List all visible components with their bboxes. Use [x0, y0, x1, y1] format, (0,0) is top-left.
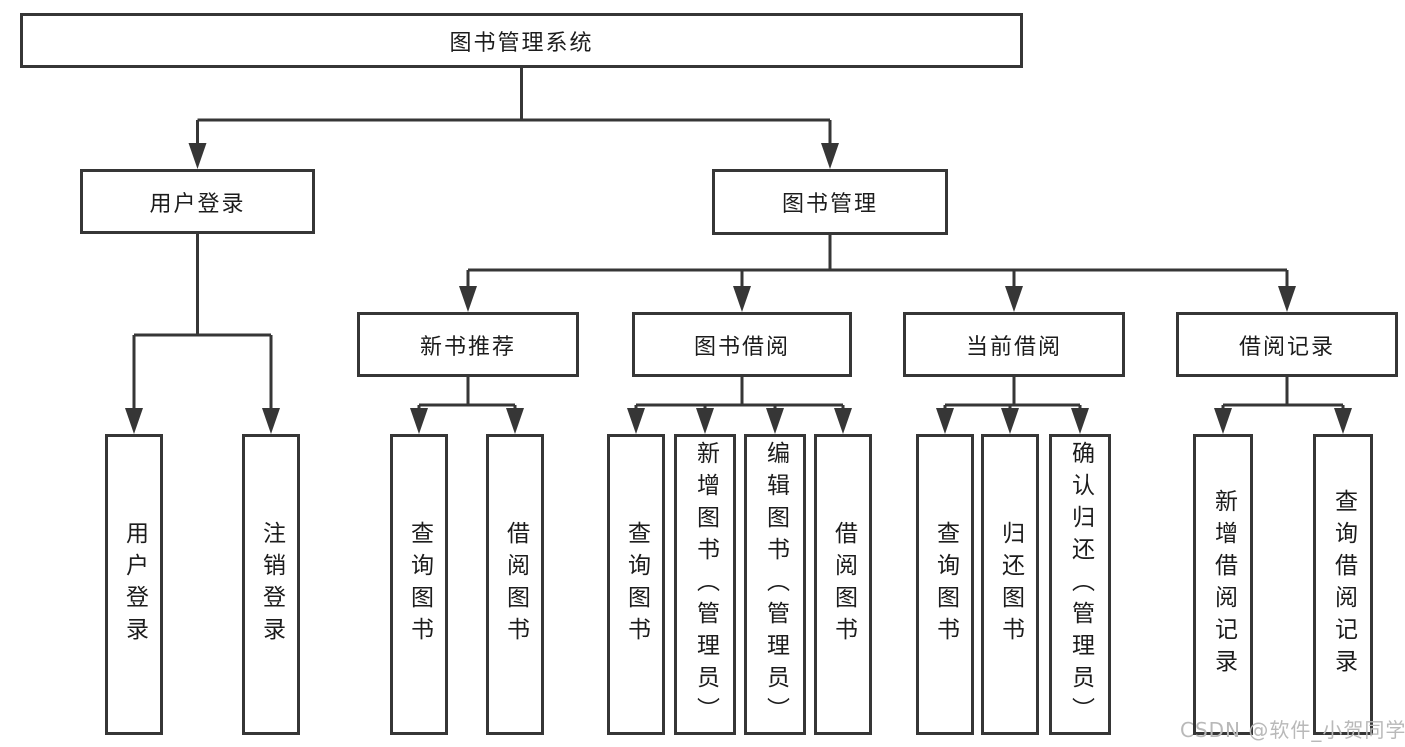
leaf-query-books-borrow-label: 查询图书: [623, 520, 650, 649]
node-book-management-label: 图书管理: [781, 192, 878, 217]
node-book-borrow: 图书借阅: [632, 312, 852, 377]
leaf-add-borrow-record: 新增借阅记录: [1193, 434, 1253, 735]
node-user-login: 用户登录: [80, 169, 315, 234]
leaf-logout: 注销登录: [242, 434, 300, 735]
watermark: CSDN @软件_小贺同学: [1180, 718, 1405, 742]
node-borrow-records: 借阅记录: [1176, 312, 1398, 377]
leaf-edit-books-admin: 编辑图书（管理员）: [744, 434, 806, 735]
node-book-management: 图书管理: [712, 169, 948, 235]
node-current-borrow-label: 当前借阅: [965, 334, 1062, 360]
node-new-book-recommend-label: 新书推荐: [419, 334, 516, 360]
leaf-return-books-label: 归还图书: [997, 520, 1024, 649]
leaf-query-books-current-label: 查询图书: [932, 520, 959, 649]
node-user-login-label: 用户登录: [149, 191, 246, 217]
node-current-borrow: 当前借阅: [903, 312, 1125, 377]
leaf-user-login: 用户登录: [105, 434, 163, 735]
leaf-borrow-books-recommend-label: 借阅图书: [502, 520, 529, 649]
leaf-edit-books-admin-label: 编辑图书（管理员）: [762, 440, 789, 729]
leaf-borrow-books-label: 借阅图书: [830, 520, 857, 649]
leaf-add-books-admin-label: 新增图书（管理员）: [692, 440, 719, 729]
leaf-return-books: 归还图书: [981, 434, 1039, 735]
leaf-borrow-books-recommend: 借阅图书: [486, 434, 544, 735]
node-root: 图书管理系统: [20, 13, 1023, 68]
leaf-query-books-recommend: 查询图书: [390, 434, 448, 735]
leaf-add-books-admin: 新增图书（管理员）: [674, 434, 736, 735]
leaf-confirm-return-admin-label: 确认归还（管理员）: [1067, 440, 1094, 729]
leaf-query-books-borrow: 查询图书: [607, 434, 665, 735]
node-book-borrow-label: 图书借阅: [693, 334, 790, 360]
node-root-label: 图书管理系统: [449, 30, 594, 56]
node-new-book-recommend: 新书推荐: [357, 312, 579, 377]
leaf-query-books-current: 查询图书: [916, 434, 974, 735]
leaf-query-borrow-record: 查询借阅记录: [1313, 434, 1373, 735]
leaf-query-books-recommend-label: 查询图书: [406, 520, 433, 649]
leaf-query-borrow-record-label: 查询借阅记录: [1330, 488, 1357, 681]
leaf-borrow-books: 借阅图书: [814, 434, 872, 735]
leaf-add-borrow-record-label: 新增借阅记录: [1210, 488, 1237, 681]
leaf-confirm-return-admin: 确认归还（管理员）: [1049, 434, 1111, 735]
leaf-logout-label: 注销登录: [258, 520, 285, 649]
leaf-user-login-label: 用户登录: [121, 520, 148, 649]
arrowhead-icons: [125, 143, 1352, 434]
node-borrow-records-label: 借阅记录: [1238, 334, 1335, 360]
